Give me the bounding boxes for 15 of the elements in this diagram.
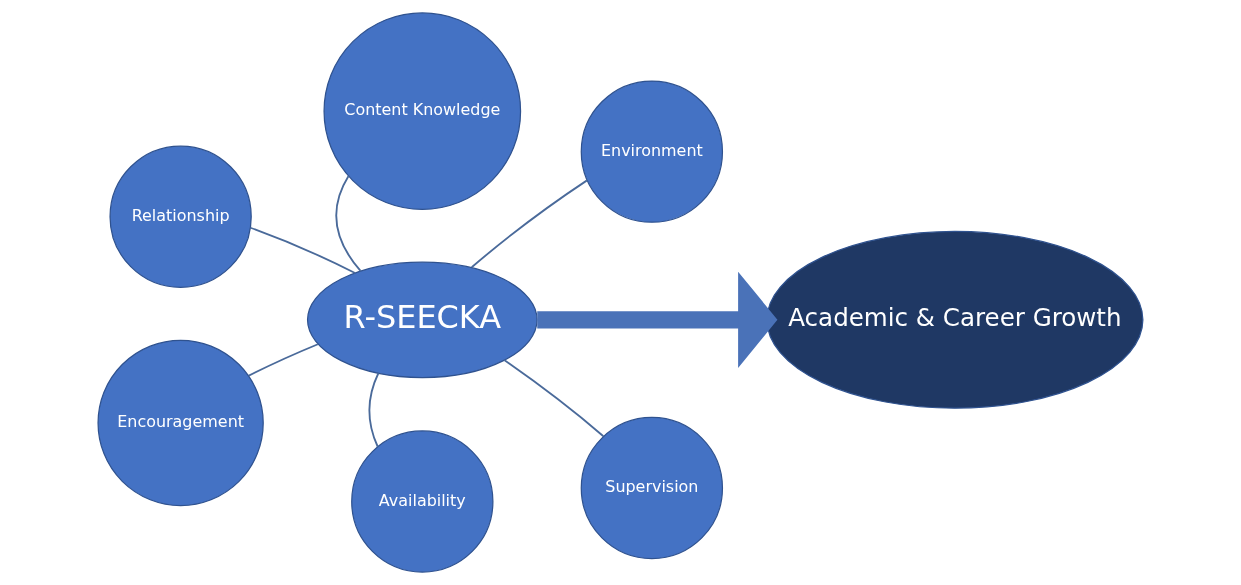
- node-circle: Relationship: [109, 145, 252, 288]
- node-circle: Supervision: [580, 416, 724, 560]
- connector: [503, 359, 605, 438]
- connector: [335, 175, 362, 272]
- connector: [247, 343, 319, 377]
- arrow: [537, 271, 778, 368]
- connector: [249, 226, 356, 274]
- node-circle: Availability: [351, 430, 494, 573]
- connector: [470, 179, 588, 269]
- node-ellipse: R-SEECKA: [306, 261, 538, 379]
- node-circle: Encouragement: [97, 339, 264, 507]
- node-circle: Content Knowledge: [323, 12, 522, 210]
- node-circle: Environment: [580, 80, 724, 223]
- connector: [368, 372, 380, 448]
- node-ellipse: Academic & Career Growth: [766, 230, 1144, 409]
